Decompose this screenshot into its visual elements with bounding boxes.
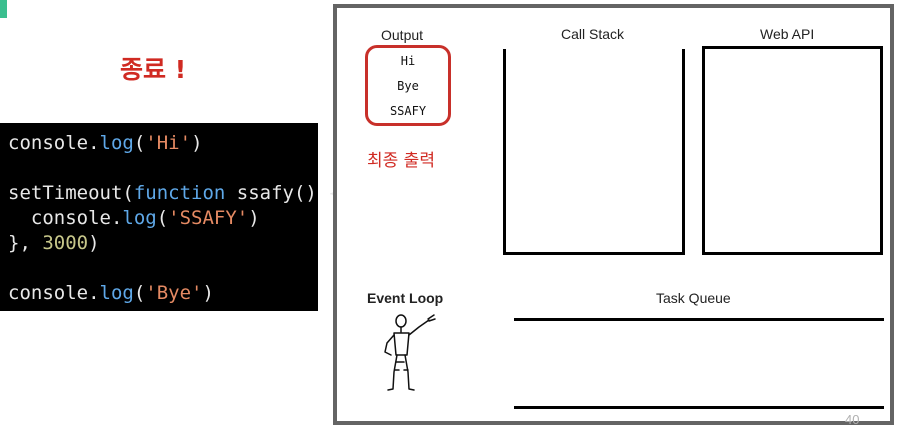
web-api-label: Web API [760,26,815,42]
task-queue-label: Task Queue [656,290,731,306]
code-line: setTimeout(function ssafy() { [8,181,340,205]
page-number: 40 [845,412,860,427]
corner-accent [0,0,7,18]
code-token: ( [133,282,146,304]
code-token: ( [133,132,146,154]
code-line: console.log('SSAFY') [8,206,260,230]
final-output-caption: 최종 출력 [367,151,435,171]
code-token: ( [156,207,169,229]
code-token: ) [202,282,214,304]
code-token: }, [8,232,43,254]
code-token: ) [248,207,260,229]
code-token: console. [8,282,100,304]
code-token: ssafy() { [225,182,340,204]
output-item: SSAFY [389,104,427,118]
code-token: console. [8,132,100,154]
code-line: console.log('Bye') [8,281,214,305]
code-token: 'SSAFY' [168,207,249,229]
code-token: log [99,132,134,154]
code-token: log [122,207,157,229]
call-stack-box [503,49,685,255]
code-token: log [99,282,134,304]
event-loop-label: Event Loop [367,290,444,306]
status-text: 종료 ! [120,55,187,84]
output-item: Bye [397,79,419,93]
task-queue-bottom-line [514,406,884,409]
code-line: }, 3000) [8,231,100,255]
code-token: ) [191,132,203,154]
code-token: console. [8,207,123,229]
code-line: console.log('Hi') [8,131,203,155]
pointing-person-icon [384,314,436,391]
task-queue-top-line [514,318,884,321]
code-token: setTimeout( [8,182,134,204]
output-item: Hi [400,54,416,68]
code-token: 'Hi' [145,132,192,154]
code-token: ) [88,232,100,254]
code-token: 3000 [42,232,89,254]
code-block: console.log('Hi')setTimeout(function ssa… [0,123,340,311]
web-api-box [702,46,883,255]
output-label: Output [381,27,424,43]
call-stack-label: Call Stack [561,26,625,42]
code-token: 'Bye' [145,282,203,304]
code-token: function [133,182,226,204]
